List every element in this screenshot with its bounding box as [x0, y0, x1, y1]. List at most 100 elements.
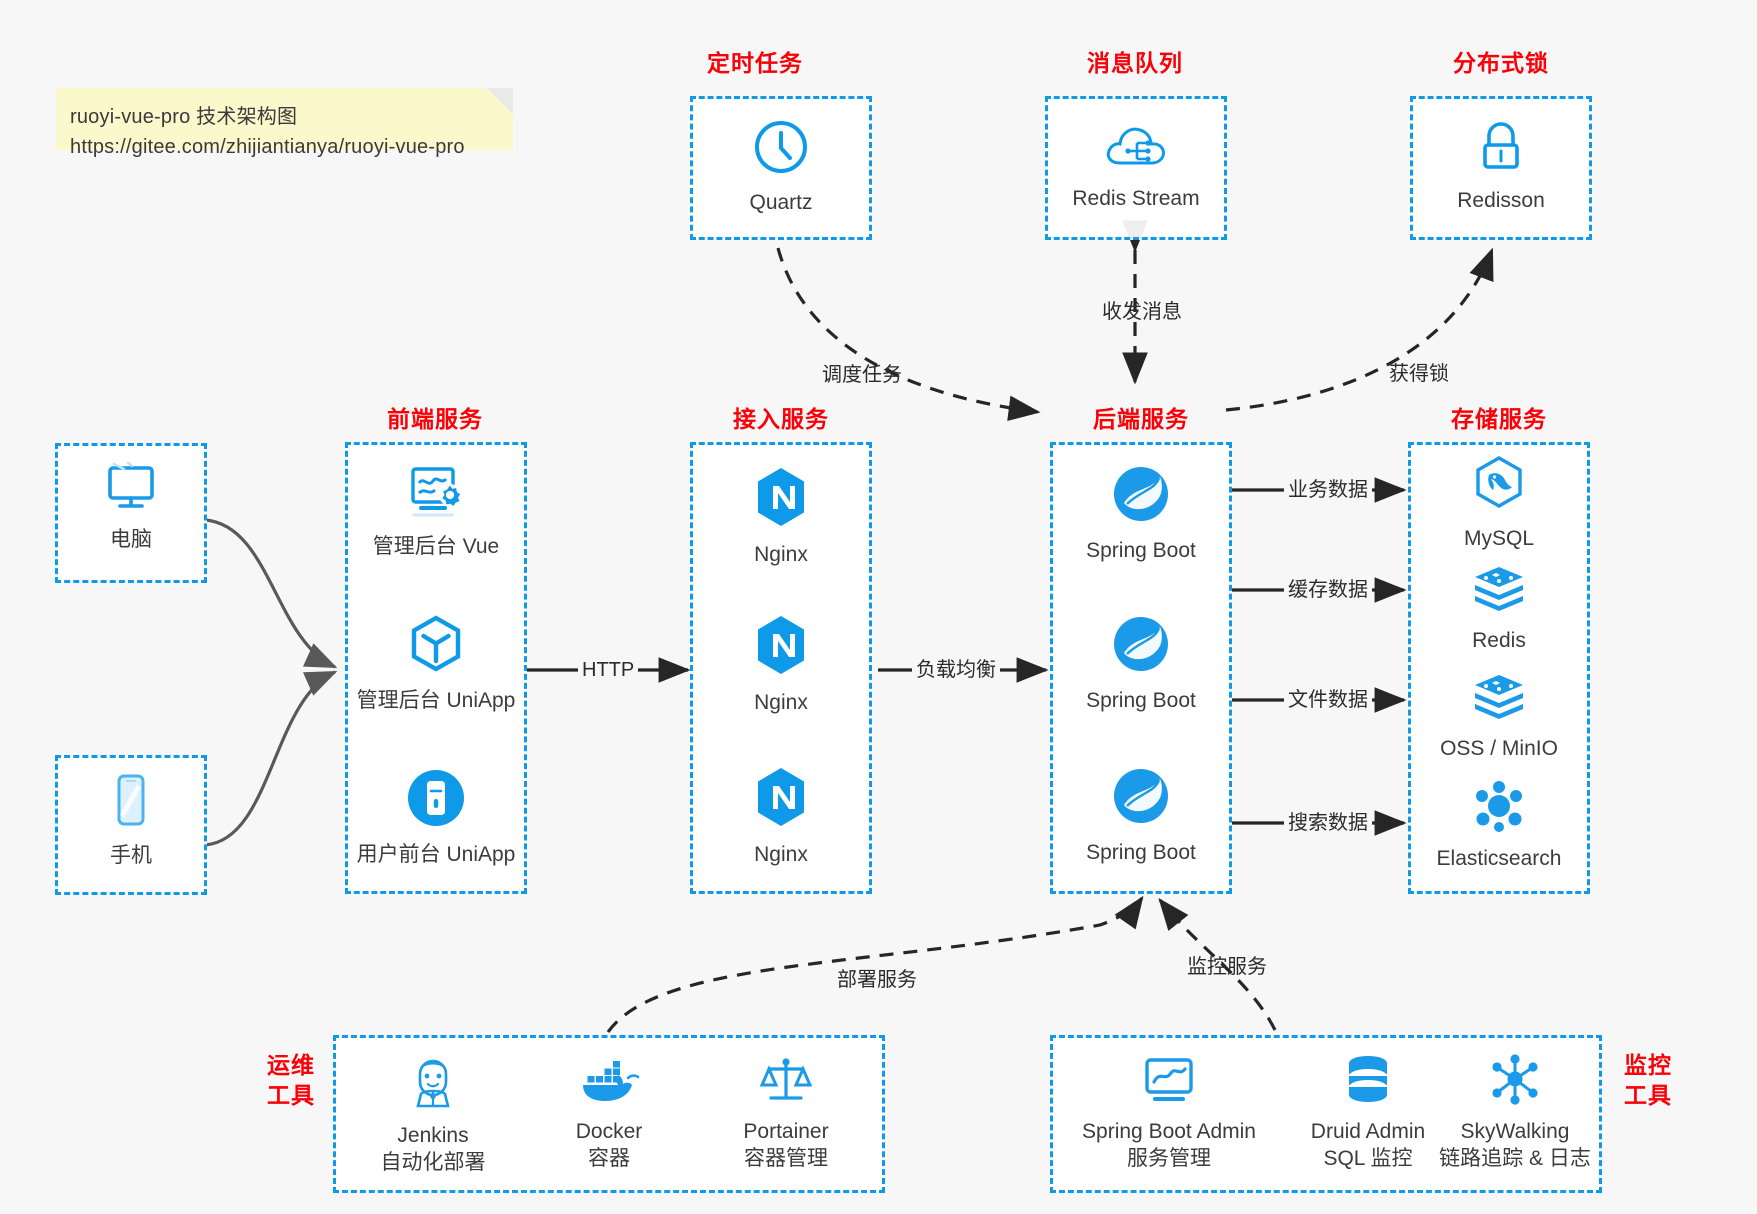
group-client-desktop[interactable]: 电脑: [55, 443, 207, 583]
monitoring-title-line-2: 工具: [1624, 1082, 1672, 1108]
node-quartz[interactable]: Quartz: [693, 117, 869, 216]
node-sublabel-skywalking: 链路追踪 & 日志: [1439, 1147, 1591, 1170]
node-spring-boot-admin[interactable]: Spring Boot Admin 服务管理: [1069, 1054, 1269, 1172]
node-label-nginx-1: Nginx: [754, 543, 808, 566]
chart-monitor-icon: [1140, 1054, 1198, 1111]
node-sublabel-spring-boot-admin: 服务管理: [1127, 1147, 1211, 1170]
note-title: ruoyi-vue-pro 技术架构图: [70, 106, 298, 128]
edge-label-file-data: 文件数据: [1284, 688, 1372, 712]
node-druid-admin[interactable]: Druid Admin SQL 监控: [1293, 1052, 1443, 1172]
edge-label-http: HTTP: [578, 658, 639, 682]
node-sublabel-docker: 容器: [588, 1147, 630, 1170]
app-circle-icon: [405, 767, 467, 834]
spring-leaf-icon: [1110, 765, 1172, 832]
node-elasticsearch[interactable]: Elasticsearch: [1411, 779, 1587, 872]
group-scheduled-task[interactable]: Quartz: [690, 96, 872, 240]
group-monitoring[interactable]: Spring Boot Admin 服务管理 Druid Admin SQL 监…: [1050, 1035, 1602, 1193]
note-fold-corner: [487, 88, 513, 114]
group-title-gateway: 接入服务: [733, 406, 829, 432]
node-label-spring-boot-1: Spring Boot: [1086, 539, 1196, 562]
cube-icon: [405, 613, 467, 680]
group-client-mobile[interactable]: 手机: [55, 755, 207, 895]
node-label-oss-minio: OSS / MinIO: [1440, 737, 1558, 760]
devops-title-line-2: 工具: [267, 1082, 315, 1108]
group-storage[interactable]: MySQL Redis: [1408, 442, 1590, 894]
node-label-spring-boot-admin: Spring Boot Admin: [1082, 1120, 1256, 1143]
node-spring-boot-3[interactable]: Spring Boot: [1053, 765, 1229, 866]
node-mysql[interactable]: MySQL: [1411, 455, 1587, 552]
node-label-redis: Redis: [1472, 629, 1526, 652]
node-spring-boot-2[interactable]: Spring Boot: [1053, 613, 1229, 714]
node-label-elasticsearch: Elasticsearch: [1436, 847, 1562, 870]
node-label-admin-vue: 管理后台 Vue: [372, 535, 500, 558]
node-label-user-uniapp: 用户前台 UniApp: [356, 843, 516, 866]
oss-stack-icon: [1470, 671, 1528, 728]
edge-label-load-balance: 负载均衡: [912, 658, 1000, 682]
group-devops[interactable]: Jenkins 自动化部署 Docker 容器: [333, 1035, 885, 1193]
nginx-icon: [752, 765, 810, 834]
group-distributed-lock[interactable]: Redisson: [1410, 96, 1592, 240]
node-sublabel-portainer: 容器管理: [744, 1147, 828, 1170]
spring-leaf-icon: [1110, 613, 1172, 680]
node-label-mysql: MySQL: [1463, 527, 1534, 550]
node-redis[interactable]: Redis: [1411, 563, 1587, 654]
docker-whale-icon: [578, 1056, 640, 1111]
edge-label-monitor-service: 监控服务: [1187, 956, 1267, 978]
group-gateway[interactable]: Nginx Nginx Nginx: [690, 442, 872, 894]
node-redisson[interactable]: Redisson: [1413, 119, 1589, 214]
node-oss-minio[interactable]: OSS / MinIO: [1411, 671, 1587, 762]
database-cylinder-icon: [1341, 1052, 1395, 1111]
monitoring-title-line-1: 监控: [1624, 1052, 1672, 1078]
node-label-admin-uniapp: 管理后台 UniApp: [356, 689, 516, 712]
node-nginx-1[interactable]: Nginx: [693, 465, 869, 568]
note-url: https://gitee.com/zhijiantianya/ruoyi-vu…: [70, 136, 465, 158]
node-skywalking[interactable]: SkyWalking 链路追踪 & 日志: [1435, 1052, 1595, 1172]
group-title-message-queue: 消息队列: [1087, 50, 1183, 76]
node-jenkins[interactable]: Jenkins 自动化部署: [358, 1054, 508, 1176]
node-mobile[interactable]: 手机: [58, 772, 204, 869]
nginx-icon: [752, 613, 810, 682]
clock-icon: [751, 117, 811, 182]
node-desktop[interactable]: 电脑: [58, 460, 204, 553]
node-label-docker: Docker: [575, 1120, 643, 1143]
jenkins-butler-icon: [406, 1054, 460, 1115]
lock-icon: [1473, 119, 1529, 180]
node-label-desktop: 电脑: [110, 528, 152, 551]
node-label-nginx-2: Nginx: [754, 691, 808, 714]
desktop-monitor-icon: [102, 460, 160, 519]
group-backend[interactable]: Spring Boot Spring Boot Spring Boot: [1050, 442, 1232, 894]
node-user-uniapp[interactable]: 用户前台 UniApp: [348, 767, 524, 868]
node-nginx-2[interactable]: Nginx: [693, 613, 869, 716]
node-label-nginx-3: Nginx: [754, 843, 808, 866]
edge-label-deploy-service: 部署服务: [833, 968, 921, 992]
devops-title-line-1: 运维: [267, 1052, 315, 1078]
node-label-jenkins: Jenkins: [397, 1124, 469, 1147]
mobile-phone-icon: [108, 772, 154, 835]
elasticsearch-icon: [1471, 779, 1527, 838]
group-message-queue[interactable]: Redis Stream: [1045, 96, 1227, 240]
edge-label-acquire-lock: 获得锁: [1389, 363, 1449, 385]
node-docker[interactable]: Docker 容器: [534, 1056, 684, 1172]
node-portainer[interactable]: Portainer 容器管理: [706, 1052, 866, 1172]
node-label-mobile: 手机: [110, 844, 152, 867]
node-sublabel-druid-admin: SQL 监控: [1323, 1147, 1413, 1170]
node-redis-stream[interactable]: Redis Stream: [1048, 119, 1224, 212]
group-title-monitoring: 监控 工具: [1615, 1050, 1681, 1110]
edge-label-business-data: 业务数据: [1284, 478, 1372, 502]
node-label-redisson: Redisson: [1457, 189, 1545, 212]
dashboard-gear-icon: [405, 463, 467, 526]
group-title-frontend: 前端服务: [387, 406, 483, 432]
node-label-skywalking: SkyWalking: [1460, 1120, 1570, 1143]
node-spring-boot-1[interactable]: Spring Boot: [1053, 463, 1229, 564]
node-label-portainer: Portainer: [743, 1120, 829, 1143]
node-nginx-3[interactable]: Nginx: [693, 765, 869, 868]
edge-label-schedule-task: 调度任务: [822, 364, 902, 386]
group-frontend[interactable]: 管理后台 Vue 管理后台 UniApp 用户前台 UniApp: [345, 442, 527, 894]
group-title-scheduled-task: 定时任务: [707, 50, 803, 76]
node-admin-uniapp[interactable]: 管理后台 UniApp: [348, 613, 524, 714]
node-admin-vue[interactable]: 管理后台 Vue: [348, 463, 524, 560]
edge-label-send-receive-message: 收发消息: [1102, 301, 1182, 323]
spring-leaf-icon: [1110, 463, 1172, 530]
portainer-scale-icon: [757, 1052, 815, 1111]
